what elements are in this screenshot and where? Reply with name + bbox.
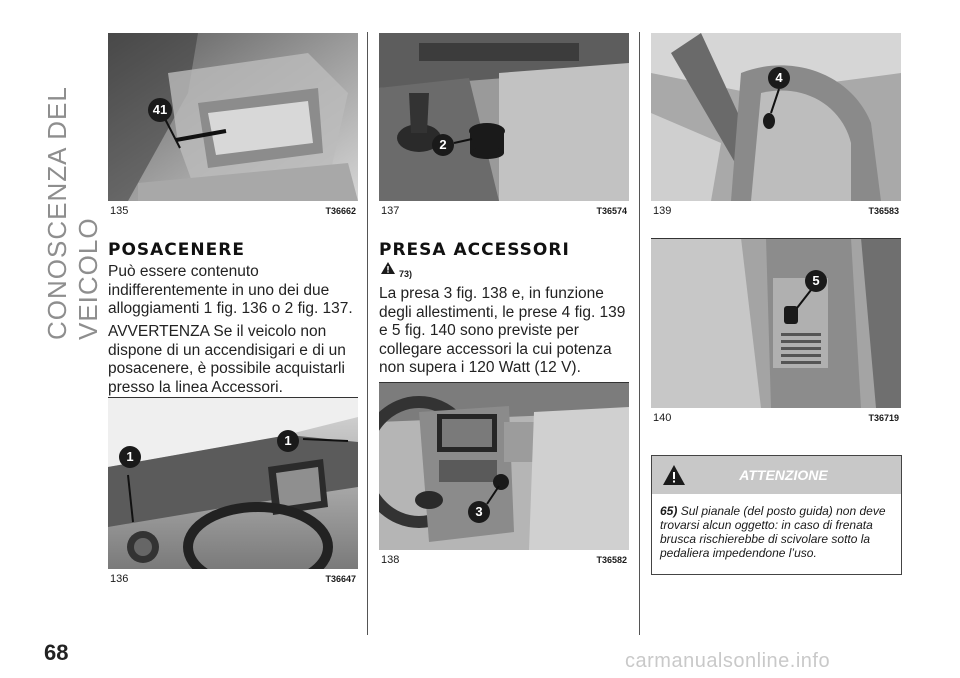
- warning-title: ATTENZIONE: [739, 467, 828, 483]
- figure-140: 5 140 T36719: [651, 238, 901, 424]
- warning-body: 65) Sul pianale (del posto guida) non de…: [652, 494, 901, 560]
- presa-paragraph-1: La presa 3 fig. 138 e, in funzione degli…: [379, 285, 626, 376]
- figure-138: 3 138 T36582: [379, 382, 629, 566]
- reference-number: 73): [399, 269, 413, 279]
- figure-code: T36647: [325, 574, 356, 584]
- column-divider: [367, 32, 368, 635]
- figure-code: T36583: [868, 206, 899, 216]
- figure-number: 139: [653, 205, 672, 217]
- figure-number: 135: [110, 205, 129, 217]
- section-heading-posacenere: POSACENERE: [108, 240, 245, 260]
- figure-number: 136: [110, 573, 129, 585]
- figure-code: T36719: [868, 413, 899, 423]
- posacenere-paragraph-1: Può essere contenuto indifferentemente i…: [108, 263, 353, 317]
- warning-header: ATTENZIONE: [652, 456, 901, 494]
- callout-label: 5: [812, 273, 820, 288]
- warning-triangle-icon: [663, 465, 685, 485]
- figure-image: 1 1: [108, 397, 358, 569]
- figure-135: 41 135 T36662: [108, 33, 358, 217]
- warning-reference: 73): [381, 262, 412, 279]
- figure-image: 41: [108, 33, 358, 201]
- page-number: 68: [44, 640, 69, 665]
- column-divider: [639, 32, 640, 635]
- figure-image: 5: [651, 238, 901, 408]
- figure-137: 2 137 T36574: [379, 33, 629, 217]
- figure-image: 3: [379, 382, 629, 550]
- posacenere-paragraph-2: AVVERTENZA Se il veicolo non dispone di …: [108, 323, 346, 396]
- callout-label: 1: [126, 449, 134, 464]
- figure-139: 4 139 T36583: [651, 33, 901, 217]
- callout-label: 41: [152, 102, 168, 117]
- figure-number: 138: [381, 554, 400, 566]
- figure-number: 140: [653, 412, 672, 424]
- warning-box: ATTENZIONE 65) Sul pianale (del posto gu…: [651, 455, 902, 575]
- callout-label: 1: [284, 433, 292, 448]
- figure-number: 137: [381, 205, 400, 217]
- warning-text: Sul pianale (del posto guida) non deve t…: [660, 504, 886, 560]
- figure-image: 4: [651, 33, 901, 201]
- warning-ref-number: 65): [660, 504, 678, 518]
- watermark: carmanualsonline.info: [625, 650, 831, 672]
- callout-label: 4: [775, 70, 783, 85]
- warning-triangle-icon: [381, 262, 395, 274]
- figure-code: T36662: [325, 206, 356, 216]
- figure-code: T36574: [596, 206, 627, 216]
- callout-label: 3: [475, 504, 483, 519]
- chapter-title: CONOSCENZA DEL VEICOLO: [42, 87, 103, 340]
- figure-code: T36582: [596, 555, 627, 565]
- callout-label: 2: [439, 137, 447, 152]
- figure-image: 2: [379, 33, 629, 201]
- figure-136: 1 1 136 T36647: [108, 397, 358, 585]
- section-heading-presa-accessori: PRESA ACCESSORI: [379, 240, 570, 260]
